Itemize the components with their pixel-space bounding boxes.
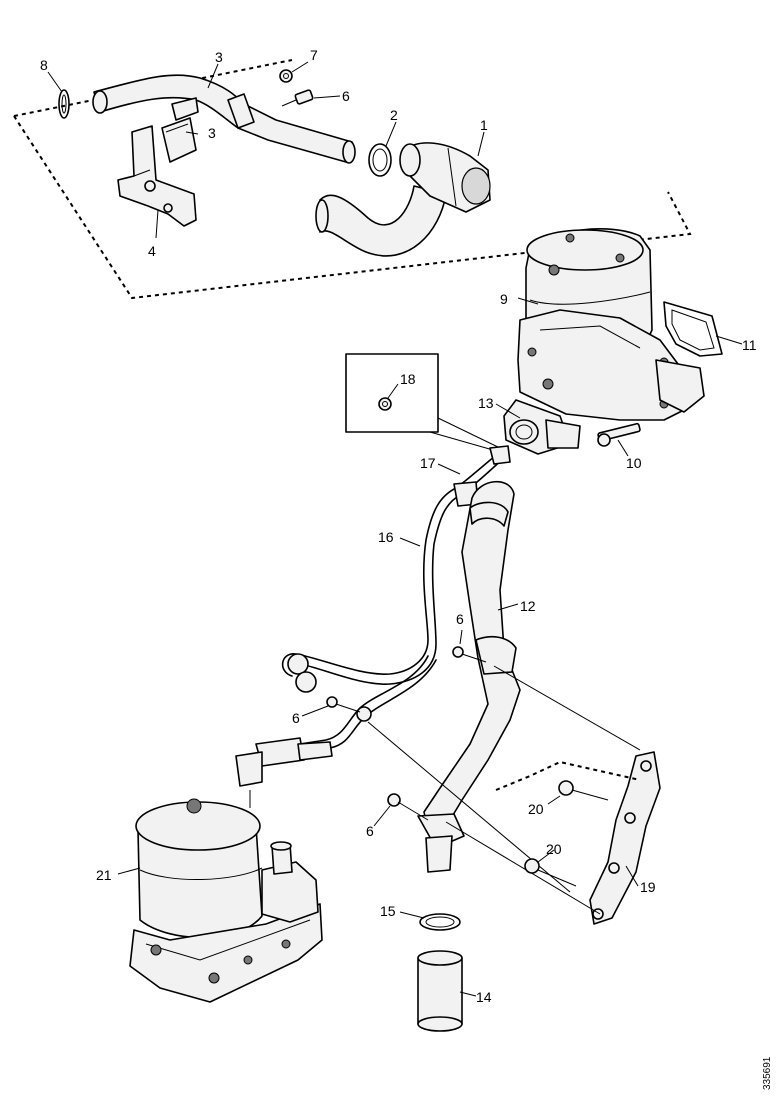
callout-6-top: 6 (342, 88, 350, 104)
callout-19: 19 (640, 879, 656, 895)
callout-15: 15 (380, 903, 396, 919)
callout-6-left: 6 (292, 710, 300, 726)
part-20-bolt-upper (558, 780, 609, 801)
part-18-detail-box (345, 353, 501, 453)
callout-3-top: 3 (215, 49, 223, 65)
callout-1: 1 (480, 117, 488, 133)
callout-6-mid: 6 (456, 611, 464, 627)
callout-3-clip: 3 (208, 125, 216, 141)
callout-10: 10 (626, 455, 642, 471)
part-20-bolt-lower (524, 858, 577, 887)
part-11-gasket (663, 301, 723, 357)
pipe-connector-21 (235, 737, 333, 808)
callout-13: 13 (478, 395, 494, 411)
part-1-coupling (399, 142, 491, 213)
part-6-bolt-bottom (387, 793, 429, 821)
callout-labels: 8 3 7 6 3 2 1 4 9 11 18 13 10 17 16 12 6… (40, 47, 757, 1005)
part-7-nut (279, 69, 293, 83)
callout-6-bottom: 6 (366, 823, 374, 839)
part-13-outlet (503, 399, 581, 455)
callout-14: 14 (476, 989, 492, 1005)
callout-20-lower: 20 (546, 841, 562, 857)
callout-18: 18 (400, 371, 416, 387)
part-6-bolt-mid (452, 646, 487, 663)
callout-4: 4 (148, 243, 156, 259)
part-8-ring (58, 89, 70, 119)
callout-8: 8 (40, 57, 48, 73)
part-3-upper-pipe (92, 74, 356, 164)
part-6-bolt-left (326, 696, 361, 713)
part-14-hose (417, 950, 463, 1032)
callout-12: 12 (520, 598, 536, 614)
part-10-bolt (597, 422, 641, 447)
part-15-clamp (419, 913, 461, 931)
callout-9: 9 (500, 291, 508, 307)
callout-7: 7 (310, 47, 318, 63)
part-12-large-hose (417, 480, 521, 873)
curved-hose (315, 185, 447, 257)
part-5-clip (161, 97, 199, 163)
upper-assembly-boundary (13, 59, 692, 300)
part-21-tank (129, 798, 323, 1003)
leader-lines (47, 61, 743, 997)
callout-2: 2 (390, 107, 398, 123)
callout-11: 11 (742, 337, 757, 353)
part-2-clamp (368, 143, 392, 177)
part-9-pump-housing (517, 228, 705, 421)
reference-code: 335691 (762, 1056, 773, 1090)
part-4-bracket (117, 125, 197, 227)
callout-20-upper: 20 (528, 801, 544, 817)
callout-17: 17 (420, 455, 436, 471)
callout-16: 16 (378, 529, 394, 545)
part-6-bolt-top (281, 89, 314, 107)
part-19-bracket (589, 751, 661, 925)
callout-21: 21 (96, 867, 112, 883)
